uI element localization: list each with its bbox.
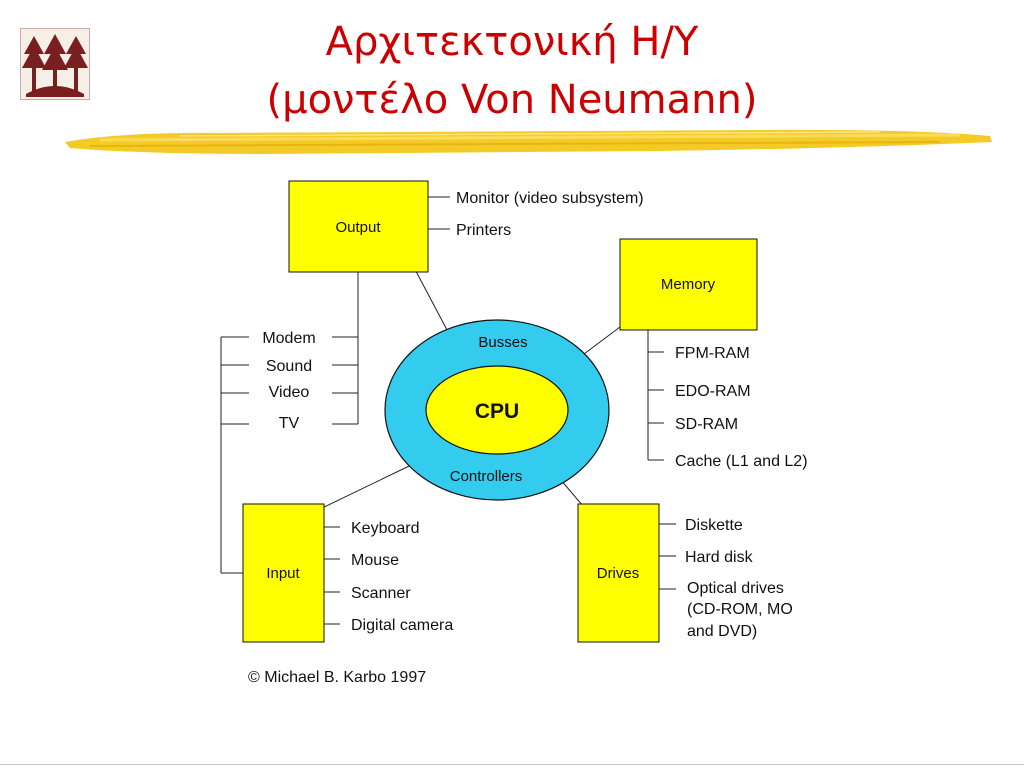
controllers-label: Controllers [450, 468, 523, 485]
output-item-monitor: Monitor (video subsystem) [456, 190, 644, 207]
slide-title-line-1: Αρχιτεκτονική Η/Υ [325, 19, 699, 65]
memory-box [619, 238, 758, 331]
io-item-modem: Modem [262, 330, 315, 347]
output-box [288, 180, 429, 273]
title-underline-brush [65, 129, 992, 154]
io-item-video: Video [269, 384, 310, 401]
memory-item-edo-ram: EDO-RAM [675, 383, 751, 400]
io-item-sound: Sound [266, 358, 312, 375]
input-box-label: Input [266, 565, 300, 582]
input-box [242, 503, 325, 643]
drives-item-optical-1: Optical drives [687, 580, 784, 597]
input-item-scanner: Scanner [351, 585, 411, 602]
io-item-tv: TV [279, 415, 300, 432]
drives-box [577, 503, 660, 643]
memory-box-label: Memory [661, 276, 716, 293]
output-item-printers: Printers [456, 222, 511, 239]
drives-item-hard-disk: Hard disk [685, 549, 754, 566]
input-item-keyboard: Keyboard [351, 520, 420, 537]
cpu-label: CPU [475, 400, 519, 423]
slide-title-line-2: (μοντέλο Von Neumann) [266, 77, 758, 123]
cpu-core [425, 365, 569, 455]
slide-bottom-rule [0, 764, 1024, 765]
drives-item-diskette: Diskette [685, 517, 743, 534]
memory-item-cache: Cache (L1 and L2) [675, 453, 808, 470]
memory-item-fpm-ram: FPM-RAM [675, 345, 750, 362]
output-box-label: Output [335, 219, 381, 236]
drives-item-optical-3: and DVD) [687, 623, 757, 640]
busses-label: Busses [478, 334, 527, 351]
university-logo [20, 28, 90, 100]
copyright-text: © Michael B. Karbo 1997 [248, 669, 426, 686]
input-item-mouse: Mouse [351, 552, 399, 569]
drives-item-optical-2: (CD-ROM, MO [687, 601, 793, 618]
input-item-digital-camera: Digital camera [351, 617, 453, 634]
memory-item-sd-ram: SD-RAM [675, 416, 738, 433]
drives-box-label: Drives [597, 565, 640, 582]
